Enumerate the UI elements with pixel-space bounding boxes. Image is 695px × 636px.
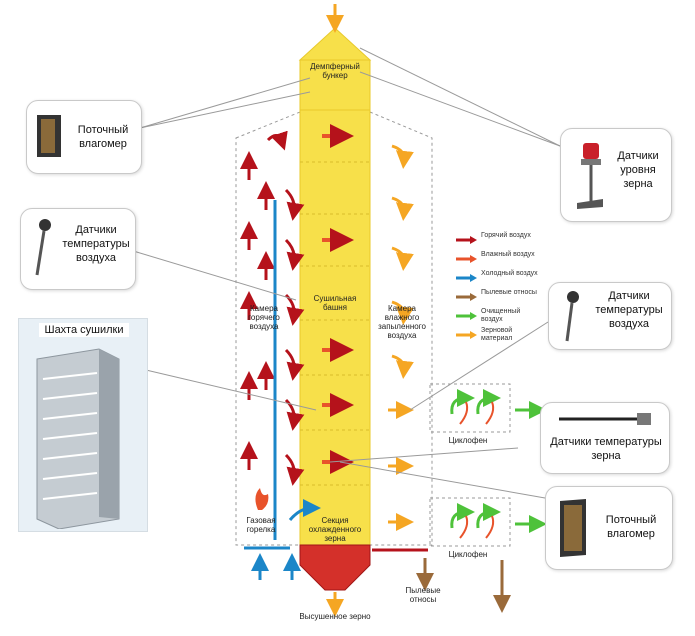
hot-air-arrows: [240, 130, 305, 486]
legend-arrow-icon: [456, 312, 477, 320]
cyclone-top-box: [429, 383, 511, 433]
legend-label: Влажный воздух: [481, 251, 535, 258]
flow-moisture-meter-bottom-label: Поточный влагомер: [605, 514, 657, 540]
cold-air-lines: [244, 200, 321, 580]
legend-arrow-icon: [456, 331, 477, 339]
moist-air-arrows: [322, 124, 354, 474]
air-temp-sensors-right-box: Датчики температуры воздуха: [548, 282, 672, 350]
grain-probe-icon: [559, 413, 651, 425]
bunker-label: Демпферный бункер: [310, 62, 360, 80]
legend-label: Зерновой материал: [481, 327, 513, 342]
outlet-hopper: [299, 544, 371, 591]
legend-item: Влажный воздух: [455, 251, 545, 269]
cyclone-bottom-label: Циклофен: [448, 550, 488, 559]
cyclone-swirl: [459, 401, 495, 539]
legend-label: Пылевые относы: [481, 289, 537, 296]
grain-temp-sensors-box: Датчики температуры зерна: [540, 402, 670, 474]
flow-moisture-meter-top-label: Поточный влагомер: [77, 124, 129, 150]
flow-moisture-meter-bottom-box: Поточный влагомер: [545, 486, 673, 570]
level-sensors-box: Датчики уровня зерна: [560, 128, 672, 222]
cyclone-bottom-box: [429, 497, 511, 547]
legend-item: Горячий воздух: [455, 232, 545, 250]
burner-flame: [255, 488, 269, 510]
clean-air-arrows: [450, 389, 547, 533]
hot-chamber-label: Камера горячего воздуха: [248, 304, 280, 331]
legend-item: Холодный воздух: [455, 270, 545, 288]
shaft-label: Шахта сушилки: [39, 323, 129, 337]
dust-arrows: [416, 558, 511, 613]
air-temp-sensors-left-label: Датчики температуры воздуха: [62, 224, 130, 264]
cyclone-top-label: Циклофен: [448, 436, 488, 445]
bunker-roof: [298, 27, 372, 61]
legend-label: Холодный воздух: [481, 270, 538, 277]
dust-out-label: Пылевые относы: [405, 586, 441, 604]
flow-moisture-meter-top-box: Поточный влагомер: [26, 100, 142, 174]
leader-lines: [129, 47, 561, 499]
drying-tower-label: Сушильная башня: [313, 294, 357, 312]
legend-arrow-icon: [456, 255, 477, 263]
dried-grain-label: Высушенное зерно: [299, 612, 371, 621]
legend-arrow-icon: [456, 293, 477, 301]
moisture-meter-icon: [37, 115, 61, 157]
shaft-icon: [36, 348, 120, 529]
legend-item: Очищенный воздух: [455, 308, 545, 326]
legend-arrow-icon: [456, 274, 477, 282]
legend-item: Зерновой материал: [455, 327, 545, 345]
temperature-probe-right-icon: [565, 291, 579, 342]
air-temp-sensors-right-label: Датчики температуры воздуха: [595, 290, 663, 330]
grain-temp-sensors-label: Датчики температуры зерна: [550, 436, 662, 462]
wet-chamber-label: Камера влажного запыленного воздуха: [378, 304, 426, 340]
gas-burner-label: Газовая горелка: [246, 516, 276, 534]
grain-flow-arrows: [388, 144, 414, 531]
legend-item: Пылевые относы: [455, 289, 545, 307]
level-sensors-label: Датчики уровня зерна: [617, 150, 659, 190]
legend-label: Очищенный воздух: [481, 308, 521, 323]
bunker-body: [299, 59, 371, 111]
level-sensor-icon: [577, 143, 603, 209]
moisture-meter-bottom-icon: [560, 499, 586, 557]
drying-tower-body: [299, 109, 371, 546]
legend-label: Горячий воздух: [481, 232, 531, 239]
air-temp-sensors-left-box: Датчики температуры воздуха: [20, 208, 136, 290]
temperature-probe-icon: [35, 219, 51, 276]
cooling-section-label: Секция охлажденного зерна: [308, 516, 362, 543]
dryer-shaft-photo: Шахта сушилки: [18, 318, 148, 532]
legend-arrow-icon: [456, 236, 477, 244]
